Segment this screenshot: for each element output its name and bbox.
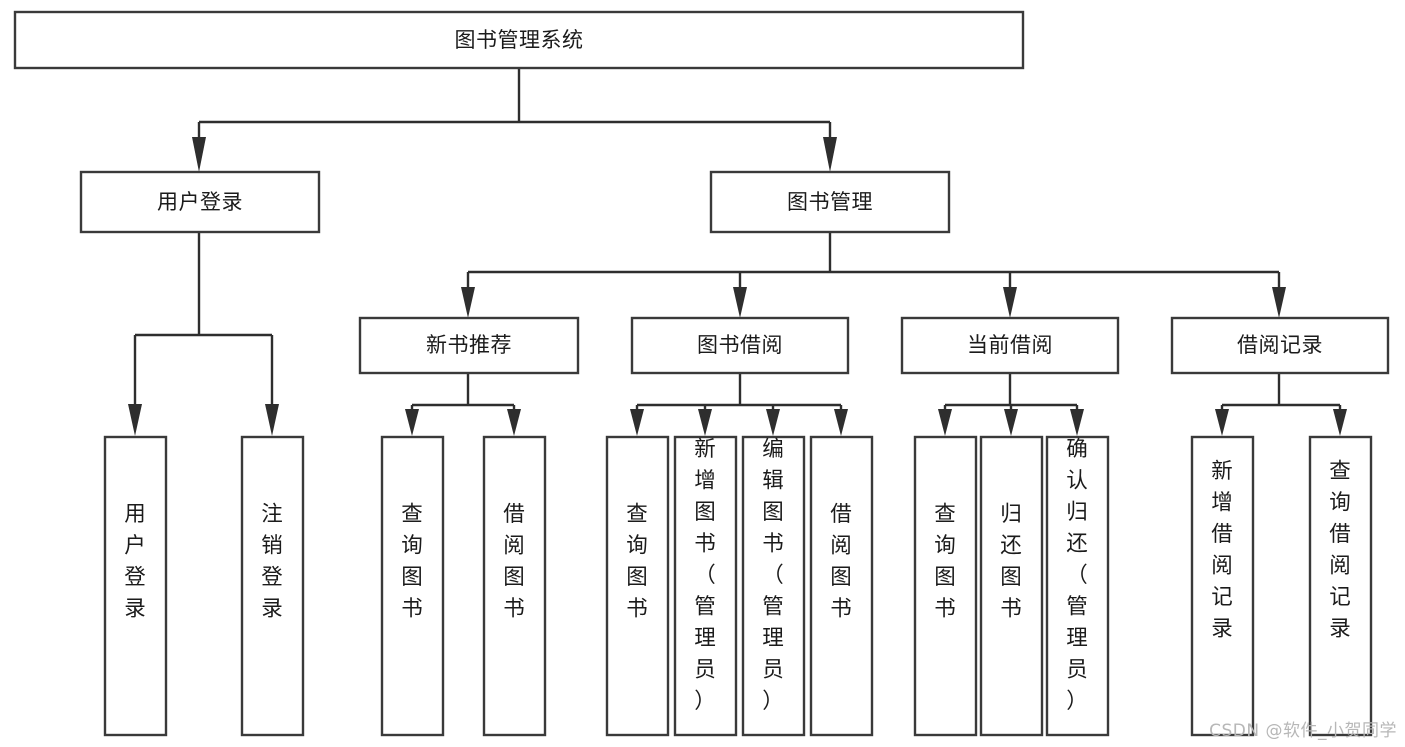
leaf-box[interactable] xyxy=(240,435,305,737)
leaf-box[interactable] xyxy=(741,435,806,737)
leaf-borrow-record-2[interactable]: 查询借阅记录 xyxy=(1308,435,1373,737)
arrow-head-icon xyxy=(405,409,419,436)
leaf-box[interactable] xyxy=(1045,435,1110,737)
arrow-head-icon xyxy=(1070,409,1084,436)
node-current-borrow-label: 当前借阅 xyxy=(967,333,1053,357)
leaf-new-book-2[interactable]: 借阅图书 xyxy=(482,435,547,737)
leaf-current-borrow-2[interactable]: 归还图书 xyxy=(979,435,1044,737)
node-user-login[interactable]: 用户登录 xyxy=(79,170,321,234)
leaf-label: 确认归还（管理员） xyxy=(1066,437,1088,714)
edge-group-book-manage xyxy=(461,232,1286,318)
leaf-current-borrow-1[interactable]: 查询图书 xyxy=(913,435,978,737)
edge-group-root xyxy=(192,68,837,172)
leaf-box[interactable] xyxy=(605,435,670,737)
node-user-login-label: 用户登录 xyxy=(157,190,243,214)
leaf-box[interactable] xyxy=(1190,435,1255,737)
node-book-manage[interactable]: 图书管理 xyxy=(709,170,951,234)
arrow-head-icon xyxy=(1333,409,1347,436)
edge-group-user-login xyxy=(128,232,279,436)
leaf-box[interactable] xyxy=(979,435,1044,737)
node-book-borrow-box[interactable] xyxy=(630,316,850,375)
node-current-borrow[interactable]: 当前借阅 xyxy=(900,316,1120,375)
node-book-manage-box[interactable] xyxy=(709,170,951,234)
leaf-book-borrow-4[interactable]: 借阅图书 xyxy=(809,435,874,737)
leaf-new-book-1[interactable]: 查询图书 xyxy=(380,435,445,737)
leaf-box[interactable] xyxy=(380,435,445,737)
leaf-current-borrow-3[interactable]: 确认归还（管理员） xyxy=(1045,435,1110,737)
node-borrow-record-label: 借阅记录 xyxy=(1237,333,1323,357)
leaf-label: 查询借阅记录 xyxy=(1329,459,1351,642)
leaf-book-borrow-3[interactable]: 编辑图书（管理员） xyxy=(741,435,806,737)
leaf-book-borrow-2[interactable]: 新增图书（管理员） xyxy=(673,435,738,737)
leaf-label: 借阅图书 xyxy=(503,502,525,622)
node-borrow-record-box[interactable] xyxy=(1170,316,1390,375)
node-new-book-recommend[interactable]: 新书推荐 xyxy=(358,316,580,375)
leaf-label: 注销登录 xyxy=(261,502,283,622)
arrow-head-icon xyxy=(192,137,206,172)
leaf-label: 借阅图书 xyxy=(830,502,852,622)
leaf-book-borrow-1[interactable]: 查询图书 xyxy=(605,435,670,737)
leaf-label: 新增图书（管理员） xyxy=(694,437,716,714)
csdn-watermark: CSDN @软件_小贺同学 xyxy=(1209,721,1397,741)
node-root-label: 图书管理系统 xyxy=(455,28,584,52)
node-book-manage-label: 图书管理 xyxy=(787,190,873,214)
leaf-label: 新增借阅记录 xyxy=(1211,459,1233,642)
node-book-borrow-label: 图书借阅 xyxy=(697,333,783,357)
arrow-head-icon xyxy=(1004,409,1018,436)
leaf-label: 查询图书 xyxy=(934,502,956,622)
node-root-box[interactable] xyxy=(13,10,1025,70)
arrow-head-icon xyxy=(265,404,279,436)
node-book-borrow[interactable]: 图书借阅 xyxy=(630,316,850,375)
arrow-head-icon xyxy=(630,409,644,436)
leaf-label: 编辑图书（管理员） xyxy=(762,437,784,714)
arrow-head-icon xyxy=(766,409,780,436)
leaf-box[interactable] xyxy=(482,435,547,737)
arrow-head-icon xyxy=(461,287,475,318)
node-new-book-recommend-label: 新书推荐 xyxy=(426,333,512,357)
leaf-user-login-2[interactable]: 注销登录 xyxy=(240,435,305,737)
arrow-head-icon xyxy=(128,404,142,436)
arrow-head-icon xyxy=(507,409,521,436)
edge-group-current-borrow xyxy=(938,373,1084,436)
leaf-box[interactable] xyxy=(673,435,738,737)
leaf-label: 归还图书 xyxy=(1000,502,1022,622)
arrow-head-icon xyxy=(1272,287,1286,318)
leaf-user-login-1[interactable]: 用户登录 xyxy=(103,435,168,737)
node-user-login-box[interactable] xyxy=(79,170,321,234)
node-current-borrow-box[interactable] xyxy=(900,316,1120,375)
leaf-box[interactable] xyxy=(809,435,874,737)
edge-group-new-book xyxy=(405,373,521,436)
leaf-label: 查询图书 xyxy=(401,502,423,622)
arrow-head-icon xyxy=(823,137,837,172)
leaf-borrow-record-1[interactable]: 新增借阅记录 xyxy=(1190,435,1255,737)
node-borrow-record[interactable]: 借阅记录 xyxy=(1170,316,1390,375)
arrow-head-icon xyxy=(834,409,848,436)
node-root[interactable]: 图书管理系统 xyxy=(13,10,1025,70)
leaf-box[interactable] xyxy=(1308,435,1373,737)
leaf-label: 用户登录 xyxy=(124,502,146,622)
leaf-box[interactable] xyxy=(103,435,168,737)
leaf-box[interactable] xyxy=(913,435,978,737)
arrow-head-icon xyxy=(1003,287,1017,318)
arrow-head-icon xyxy=(938,409,952,436)
edge-group-borrow-record xyxy=(1215,373,1347,436)
arrow-head-icon xyxy=(698,409,712,436)
leaf-label: 查询图书 xyxy=(626,502,648,622)
edge-group-book-borrow xyxy=(630,373,848,436)
arrow-head-icon xyxy=(1215,409,1229,436)
node-new-book-recommend-box[interactable] xyxy=(358,316,580,375)
arrow-head-icon xyxy=(733,287,747,318)
